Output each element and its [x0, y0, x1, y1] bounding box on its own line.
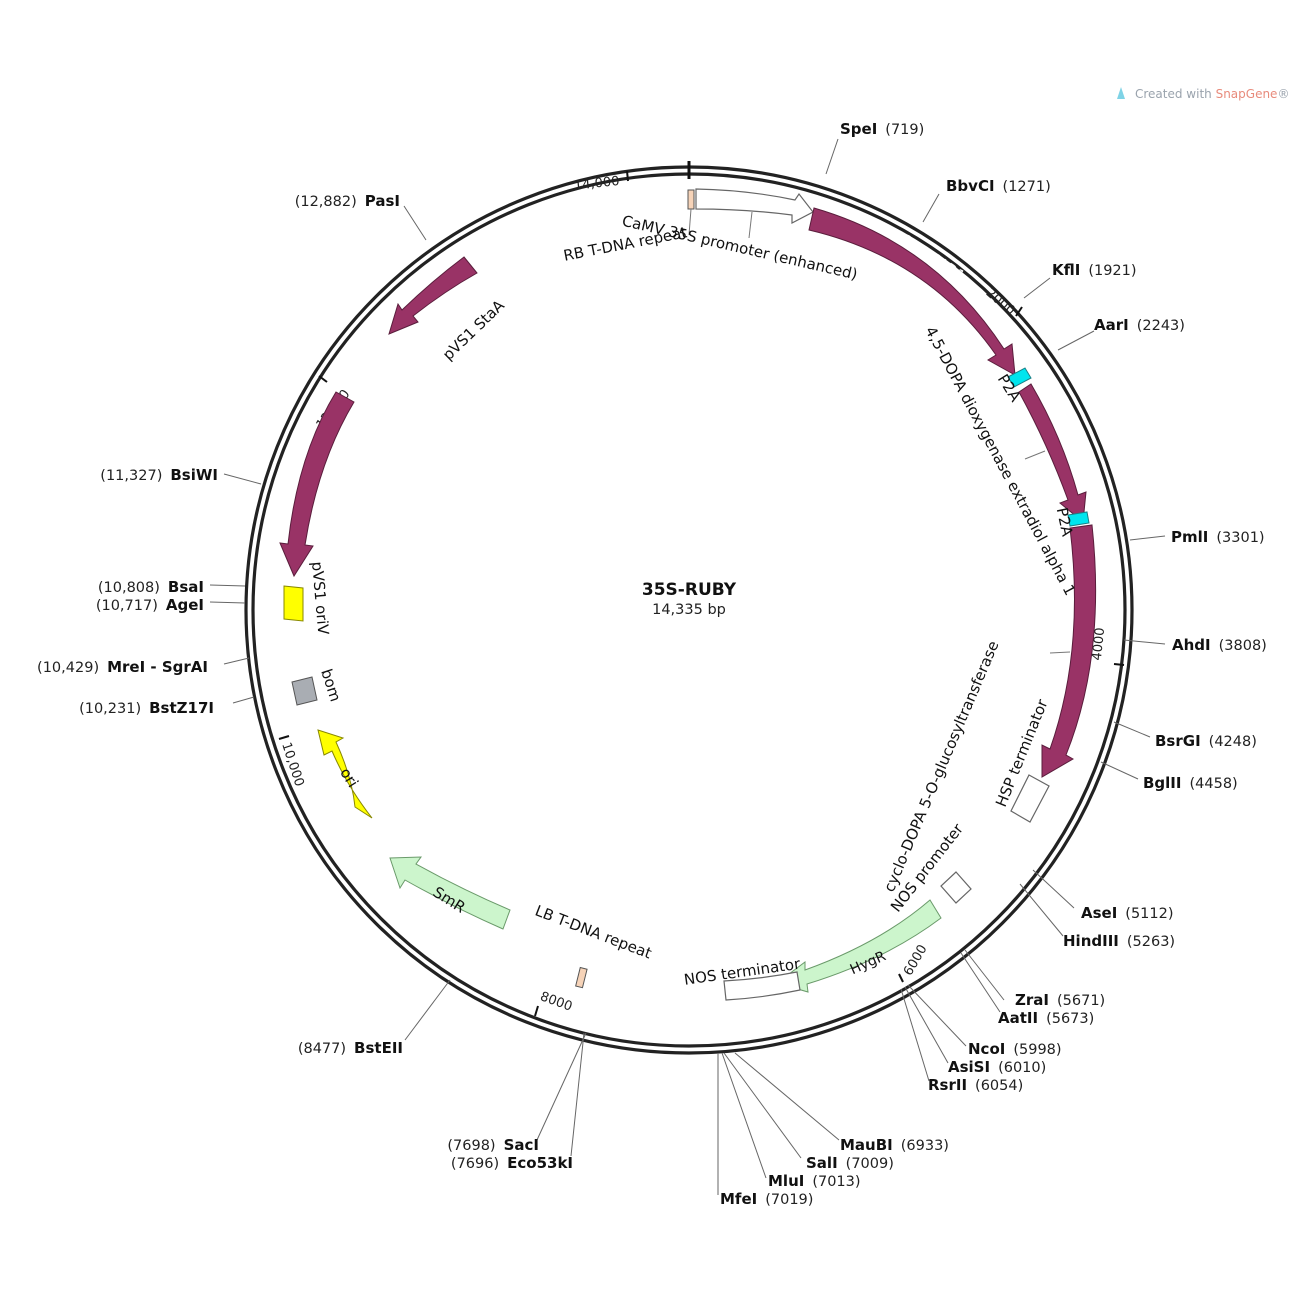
enzyme-salI[interactable]: SalI(7009): [806, 1154, 894, 1172]
tick-14000: [626, 170, 629, 182]
enzyme-speI[interactable]: SpeI(719): [840, 120, 924, 138]
snapgene-logo-icon: [1117, 87, 1125, 99]
feature-pvs1-repa[interactable]: [279, 391, 355, 578]
leader-cyclo: [1049, 651, 1071, 654]
label-p2a-2: P2A: [1053, 506, 1077, 539]
feature-lb-tdna-repeat[interactable]: [575, 966, 588, 989]
tick-8000: [534, 1005, 539, 1017]
watermark-prefix: Created with: [1135, 87, 1216, 101]
enzyme-sacI[interactable]: (7698)SacI: [447, 1136, 539, 1154]
plasmid-name: 35S-RUBY: [642, 580, 737, 600]
tick-2000: [1015, 306, 1023, 317]
enzyme-bstZ17I[interactable]: (10,231)BstZ17I: [79, 699, 214, 717]
enzyme-mfeI[interactable]: MfeI(7019): [720, 1190, 813, 1208]
label-pvs1-staa: pVS1 StaA: [439, 296, 508, 364]
enzyme-leaders: [209, 138, 1166, 1195]
enzyme-aarI[interactable]: AarI(2243): [1094, 316, 1185, 334]
enzyme-bsiWI[interactable]: (11,327)BsiWI: [100, 466, 218, 484]
feature-cyp76ad1[interactable]: [808, 207, 1016, 376]
features: [279, 188, 1097, 1001]
enzyme-bsrGI[interactable]: BsrGI(4248): [1155, 732, 1257, 750]
enzyme-hindIII[interactable]: HindIII(5263): [1063, 932, 1175, 950]
watermark-mark: ®: [1277, 87, 1289, 101]
tick-label-4000: 4000: [1090, 627, 1108, 661]
feature-pvs1-staa[interactable]: [388, 256, 478, 335]
feature-nos-promoter[interactable]: [940, 871, 972, 904]
leader-camv: [748, 211, 753, 239]
enzyme-ncoI[interactable]: NcoI(5998): [968, 1040, 1062, 1058]
enzyme-zraI[interactable]: ZraI(5671): [1015, 991, 1105, 1009]
enzyme-aseI[interactable]: AseI(5112): [1081, 904, 1174, 922]
enzyme-eco53kI[interactable]: (7696)Eco53kI: [451, 1154, 573, 1172]
feature-ori[interactable]: [317, 729, 373, 819]
enzyme-rsrII[interactable]: RsrII(6054): [928, 1076, 1023, 1094]
feature-rb-tdna-repeat[interactable]: [687, 189, 695, 210]
plasmid-length: 14,335 bp: [652, 602, 726, 618]
tick-4000: [1113, 663, 1125, 666]
leader-dopa: [1024, 450, 1046, 460]
enzyme-kflI[interactable]: KflI(1921): [1052, 261, 1137, 279]
feature-bom[interactable]: [291, 676, 318, 706]
enzyme-bbvcI[interactable]: BbvCI(1271): [946, 177, 1051, 195]
svg-text:Created with SnapGene®: Created with SnapGene®: [1135, 87, 1289, 101]
feature-p2a-2[interactable]: [1067, 511, 1090, 527]
enzyme-bstEII[interactable]: (8477)BstEII: [298, 1039, 403, 1057]
enzyme-ageI[interactable]: (10,717)AgeI: [96, 596, 204, 614]
feature-p2a-1[interactable]: [1007, 367, 1032, 388]
enzyme-bglII[interactable]: BglII(4458): [1143, 774, 1238, 792]
feature-cyclo-dopa-glucosyltransferase[interactable]: [1041, 524, 1097, 778]
enzyme-pasI[interactable]: (12,882)PasI: [295, 192, 400, 210]
enzyme-asiSI[interactable]: AsiSI(6010): [948, 1058, 1046, 1076]
label-pvs1-repa: pVS1 RepA: [343, 428, 382, 506]
tick-label-8000: 8000: [538, 989, 574, 1014]
tick-label-6000: 6000: [901, 942, 931, 978]
feature-smr[interactable]: [389, 856, 511, 930]
enzyme-labels: SpeI(719) BbvCI(1271) KflI(1921) AarI(22…: [37, 120, 1267, 1208]
tick-10000: [278, 735, 290, 740]
snapgene-watermark: Created with SnapGene®: [1117, 87, 1289, 101]
enzyme-ahdI[interactable]: AhdI(3808): [1172, 636, 1267, 654]
leader-rb: [688, 208, 692, 236]
enzyme-bsaI[interactable]: (10,808)BsaI: [98, 578, 204, 596]
tick-label-2000: 2000: [983, 286, 1018, 319]
feature-camv-35s-promoter[interactable]: [695, 188, 814, 224]
label-bom: bom: [317, 667, 344, 704]
tick-12000: [318, 375, 328, 383]
enzyme-mreI-sgrAI[interactable]: (10,429)MreI - SgrAI: [37, 658, 208, 676]
label-pvs1-oriv: pVS1 oriV: [308, 561, 332, 636]
tick-label-14000: 14,000: [573, 174, 620, 194]
watermark-brand: SnapGene: [1216, 87, 1278, 101]
enzyme-pmlI[interactable]: PmlI(3301): [1171, 528, 1265, 546]
feature-nos-terminator[interactable]: [723, 971, 801, 1001]
tick-6000: [898, 973, 904, 983]
enzyme-aatII[interactable]: AatII(5673): [998, 1009, 1094, 1027]
enzyme-mauBI[interactable]: MauBI(6933): [840, 1136, 949, 1154]
feature-hsp-terminator[interactable]: [1010, 774, 1050, 823]
enzyme-mluI[interactable]: MluI(7013): [768, 1172, 861, 1190]
label-lb-tdna-repeat: LB T-DNA repeat: [533, 901, 655, 962]
feature-pvs1-oriv[interactable]: [283, 585, 304, 622]
